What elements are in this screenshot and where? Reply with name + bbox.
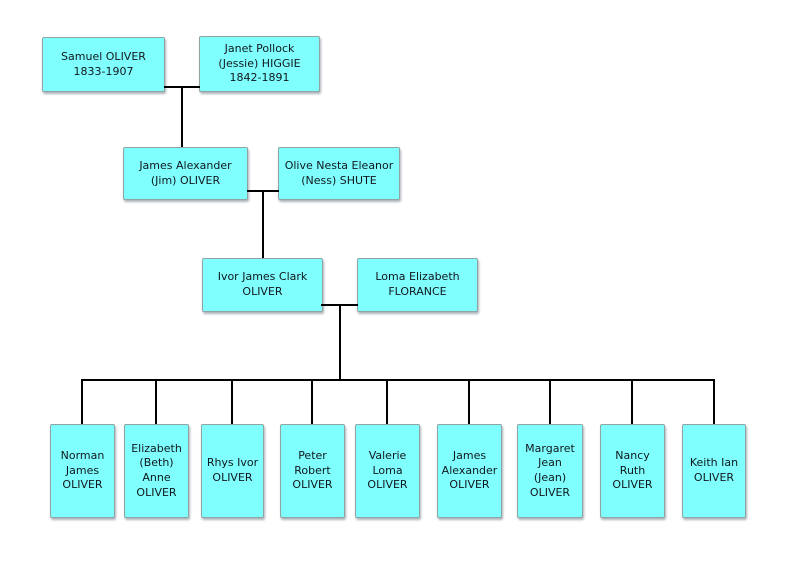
descent-line-to-ivor: [262, 192, 264, 258]
child-drop-line-valerie: [386, 381, 388, 424]
child-drop-line-elizabeth: [155, 381, 157, 424]
descent-line-to-children: [339, 306, 341, 380]
descent-line-to-james: [181, 88, 183, 147]
person-box-james-alexander-oliver: James Alexander (Jim) OLIVER: [123, 147, 248, 200]
person-box-peter-robert-oliver: Peter Robert OLIVER: [280, 424, 345, 518]
child-drop-line-norman: [81, 381, 83, 424]
child-drop-line-keith: [713, 381, 715, 424]
marriage-line-james-olive: [247, 190, 279, 192]
sibling-bus-line: [81, 379, 715, 381]
person-box-norman-james-oliver: Norman James OLIVER: [50, 424, 115, 518]
person-box-rhys-ivor-oliver: Rhys Ivor OLIVER: [201, 424, 264, 518]
child-drop-line-rhys: [231, 381, 233, 424]
child-drop-line-james-jr: [468, 381, 470, 424]
child-drop-line-peter: [311, 381, 313, 424]
person-box-elizabeth-anne-oliver: Elizabeth (Beth) Anne OLIVER: [124, 424, 189, 518]
marriage-line-ivor-loma: [321, 304, 358, 306]
person-box-valerie-loma-oliver: Valerie Loma OLIVER: [355, 424, 420, 518]
person-box-loma-florance: Loma Elizabeth FLORANCE: [357, 258, 478, 312]
person-box-olive-shute: Olive Nesta Eleanor (Ness) SHUTE: [278, 147, 400, 200]
marriage-line-samuel-janet: [164, 86, 200, 88]
person-box-keith-ian-oliver: Keith Ian OLIVER: [682, 424, 746, 518]
person-box-margaret-jean-oliver: Margaret Jean (Jean) OLIVER: [517, 424, 583, 518]
person-box-ivor-james-clark-oliver: Ivor James Clark OLIVER: [202, 258, 323, 312]
child-drop-line-margaret: [549, 381, 551, 424]
person-box-samuel-oliver: Samuel OLIVER 1833-1907: [42, 37, 165, 92]
person-box-james-alexander-oliver-jr: James Alexander OLIVER: [437, 424, 502, 518]
person-box-nancy-ruth-oliver: Nancy Ruth OLIVER: [600, 424, 665, 518]
person-box-janet-higgie: Janet Pollock (Jessie) HIGGIE 1842-1891: [199, 36, 320, 92]
child-drop-line-nancy: [631, 381, 633, 424]
